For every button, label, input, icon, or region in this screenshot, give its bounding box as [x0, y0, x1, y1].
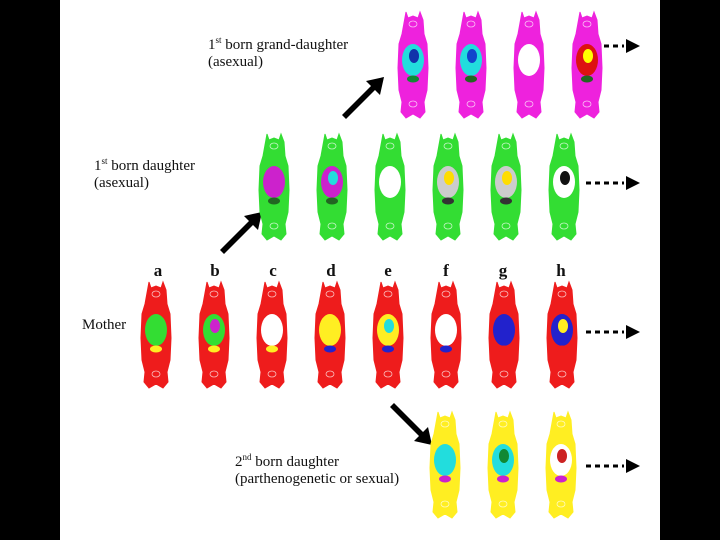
organism-body — [483, 408, 523, 520]
organism-body — [254, 130, 294, 242]
organism-body — [312, 130, 352, 242]
daughter-organism — [486, 130, 526, 242]
second-daughter-organism — [541, 408, 581, 520]
organism-body — [136, 278, 176, 390]
mother-organism — [252, 278, 292, 390]
organism-body — [370, 130, 410, 242]
organism-body — [393, 8, 433, 120]
organism-body — [486, 130, 526, 242]
organism-body — [542, 278, 582, 390]
organism-body — [567, 8, 607, 120]
daughter-organism — [428, 130, 468, 242]
organism-body — [428, 130, 468, 242]
dotted-arrow-icon — [584, 457, 644, 475]
grand-daughter-label: 1st born grand-daughter (asexual) — [208, 37, 348, 71]
dotted-arrow-icon — [584, 323, 644, 341]
organism-body — [451, 8, 491, 120]
mother-organism — [368, 278, 408, 390]
second-daughter-organism — [425, 408, 465, 520]
dotted-arrow-icon — [584, 174, 644, 192]
organism-body — [194, 278, 234, 390]
organism-body — [484, 278, 524, 390]
organism-body — [541, 408, 581, 520]
grand-daughter-organism — [451, 8, 491, 120]
mother-organism — [136, 278, 176, 390]
mother-organism — [484, 278, 524, 390]
grand-daughter-organism — [509, 8, 549, 120]
second-daughter-label: 2nd born daughter (parthenogenetic or se… — [235, 454, 399, 488]
daughter-organism — [254, 130, 294, 242]
daughter-organism — [544, 130, 584, 242]
organism-body — [426, 278, 466, 390]
daughter-label: 1st born daughter (asexual) — [94, 158, 195, 192]
second-daughter-organism — [483, 408, 523, 520]
organism-body — [310, 278, 350, 390]
daughter-organism — [370, 130, 410, 242]
organism-body — [368, 278, 408, 390]
mother-organism — [310, 278, 350, 390]
mother-label: Mother — [82, 317, 126, 334]
daughter-organism — [312, 130, 352, 242]
mother-organism — [426, 278, 466, 390]
grand-daughter-organism — [567, 8, 607, 120]
organism-body — [252, 278, 292, 390]
diagonal-arrow-up-icon — [330, 70, 390, 130]
grand-daughter-organism — [393, 8, 433, 120]
mother-organism — [194, 278, 234, 390]
mother-organism — [542, 278, 582, 390]
organism-body — [544, 130, 584, 242]
organism-body — [425, 408, 465, 520]
organism-body — [509, 8, 549, 120]
